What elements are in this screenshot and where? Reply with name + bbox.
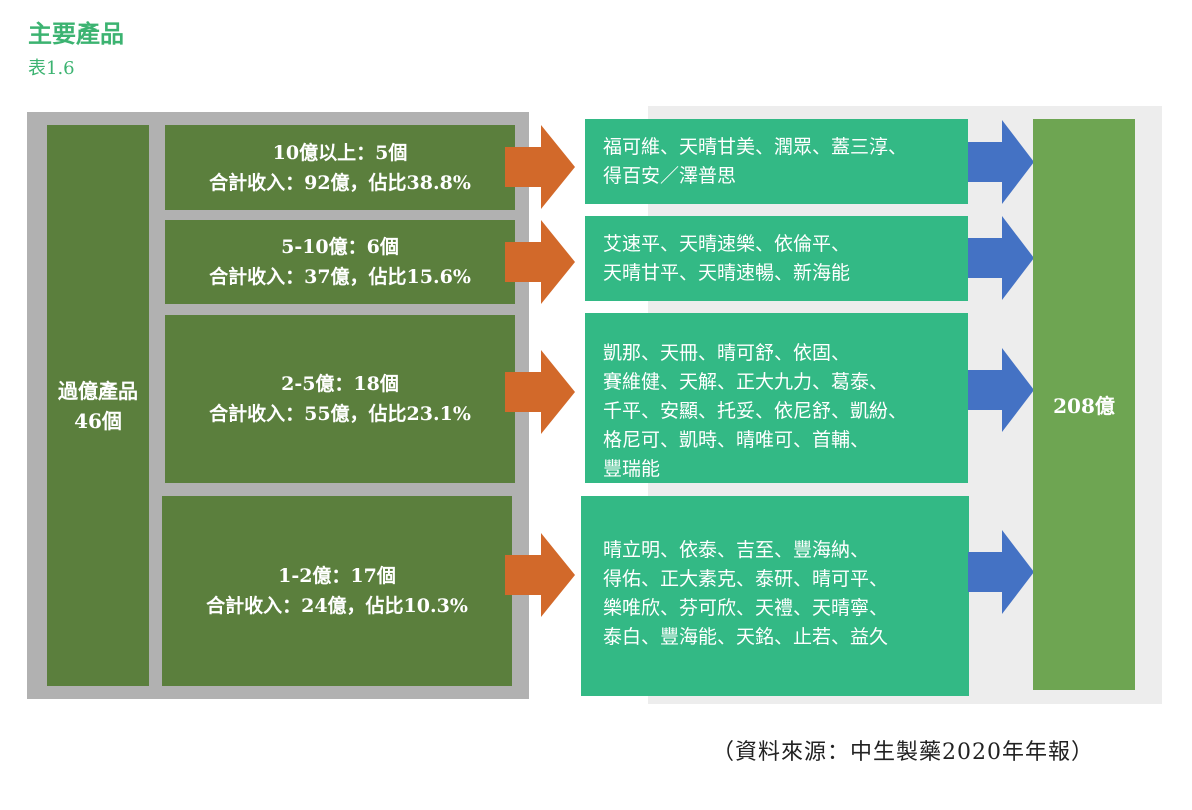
- product-line: 凱那、天冊、晴可舒、依固、: [603, 342, 851, 364]
- product-list-box-1: 福可維、天晴甘美、潤眾、蓋三淳、 得百安／澤普思: [585, 119, 968, 204]
- tier-count: 2-5億：18個: [281, 373, 399, 395]
- tier-box-1: 10億以上：5個 合計收入：92億，佔比38.8%: [165, 125, 515, 210]
- product-line: 千平、安顯、托妥、依尼舒、凱紛、: [603, 400, 908, 422]
- tier-box-3: 2-5億：18個 合計收入：55億，佔比23.1%: [165, 315, 515, 483]
- product-line: 泰白、豐海能、天銘、止若、益久: [603, 626, 889, 648]
- tier-revenue: 合計收入：24億，佔比10.3%: [206, 595, 468, 617]
- tier-box-4: 1-2億：17個 合計收入：24億，佔比10.3%: [162, 496, 512, 686]
- product-line: 得佑、正大素克、泰研、晴可平、: [603, 568, 889, 590]
- total-products-box: 過億產品 46個: [47, 125, 149, 686]
- orange-arrow-icon: [505, 350, 575, 434]
- product-list-box-3: 凱那、天冊、晴可舒、依固、 賽維健、天解、正大九力、葛泰、 千平、安顯、托妥、依…: [585, 313, 968, 483]
- tier-count: 1-2億：17個: [278, 565, 396, 587]
- total-count: 46個: [74, 408, 122, 433]
- total-label: 過億產品: [58, 378, 138, 403]
- table-number: 表1.6: [28, 58, 75, 79]
- page-title: 主要產品: [28, 19, 124, 48]
- product-list-box-4: 晴立明、依泰、吉至、豐海納、 得佑、正大素克、泰研、晴可平、 樂唯欣、芬可欣、天…: [581, 496, 969, 696]
- tier-revenue: 合計收入：55億，佔比23.1%: [209, 403, 471, 425]
- orange-arrow-icon: [505, 220, 575, 304]
- total-revenue-value: 208億: [1053, 394, 1115, 418]
- tier-count: 10億以上：5個: [272, 141, 408, 164]
- product-line: 晴立明、依泰、吉至、豐海納、: [603, 539, 870, 561]
- product-line: 得百安／澤普思: [603, 165, 737, 187]
- total-revenue-box: 208億: [1033, 119, 1135, 690]
- tier-revenue: 合計收入：37億，佔比15.6%: [209, 266, 471, 288]
- product-line: 天晴甘平、天晴速暢、新海能: [603, 262, 851, 284]
- blue-arrow-icon: [968, 348, 1034, 432]
- product-line: 豐瑞能: [603, 458, 661, 480]
- blue-arrow-icon: [968, 530, 1034, 614]
- product-line: 樂唯欣、芬可欣、天禮、天晴寧、: [603, 597, 889, 619]
- product-line: 格尼可、凱時、晴唯可、首輔、: [603, 429, 870, 451]
- product-list-box-2: 艾速平、天晴速樂、依倫平、 天晴甘平、天晴速暢、新海能: [585, 216, 968, 301]
- blue-arrow-icon: [968, 216, 1034, 300]
- product-line: 艾速平、天晴速樂、依倫平、: [603, 233, 851, 255]
- orange-arrow-icon: [505, 125, 575, 209]
- tier-box-2: 5-10億：6個 合計收入：37億，佔比15.6%: [165, 220, 515, 304]
- tier-count: 5-10億：6個: [281, 236, 399, 258]
- blue-arrow-icon: [968, 120, 1034, 204]
- tier-revenue: 合計收入：92億，佔比38.8%: [209, 171, 471, 194]
- orange-arrow-icon: [505, 533, 575, 617]
- product-line: 福可維、天晴甘美、潤眾、蓋三淳、: [603, 136, 908, 158]
- source-note: （資料來源：中生製藥2020年年報）: [712, 740, 1094, 765]
- product-line: 賽維健、天解、正大九力、葛泰、: [603, 371, 889, 393]
